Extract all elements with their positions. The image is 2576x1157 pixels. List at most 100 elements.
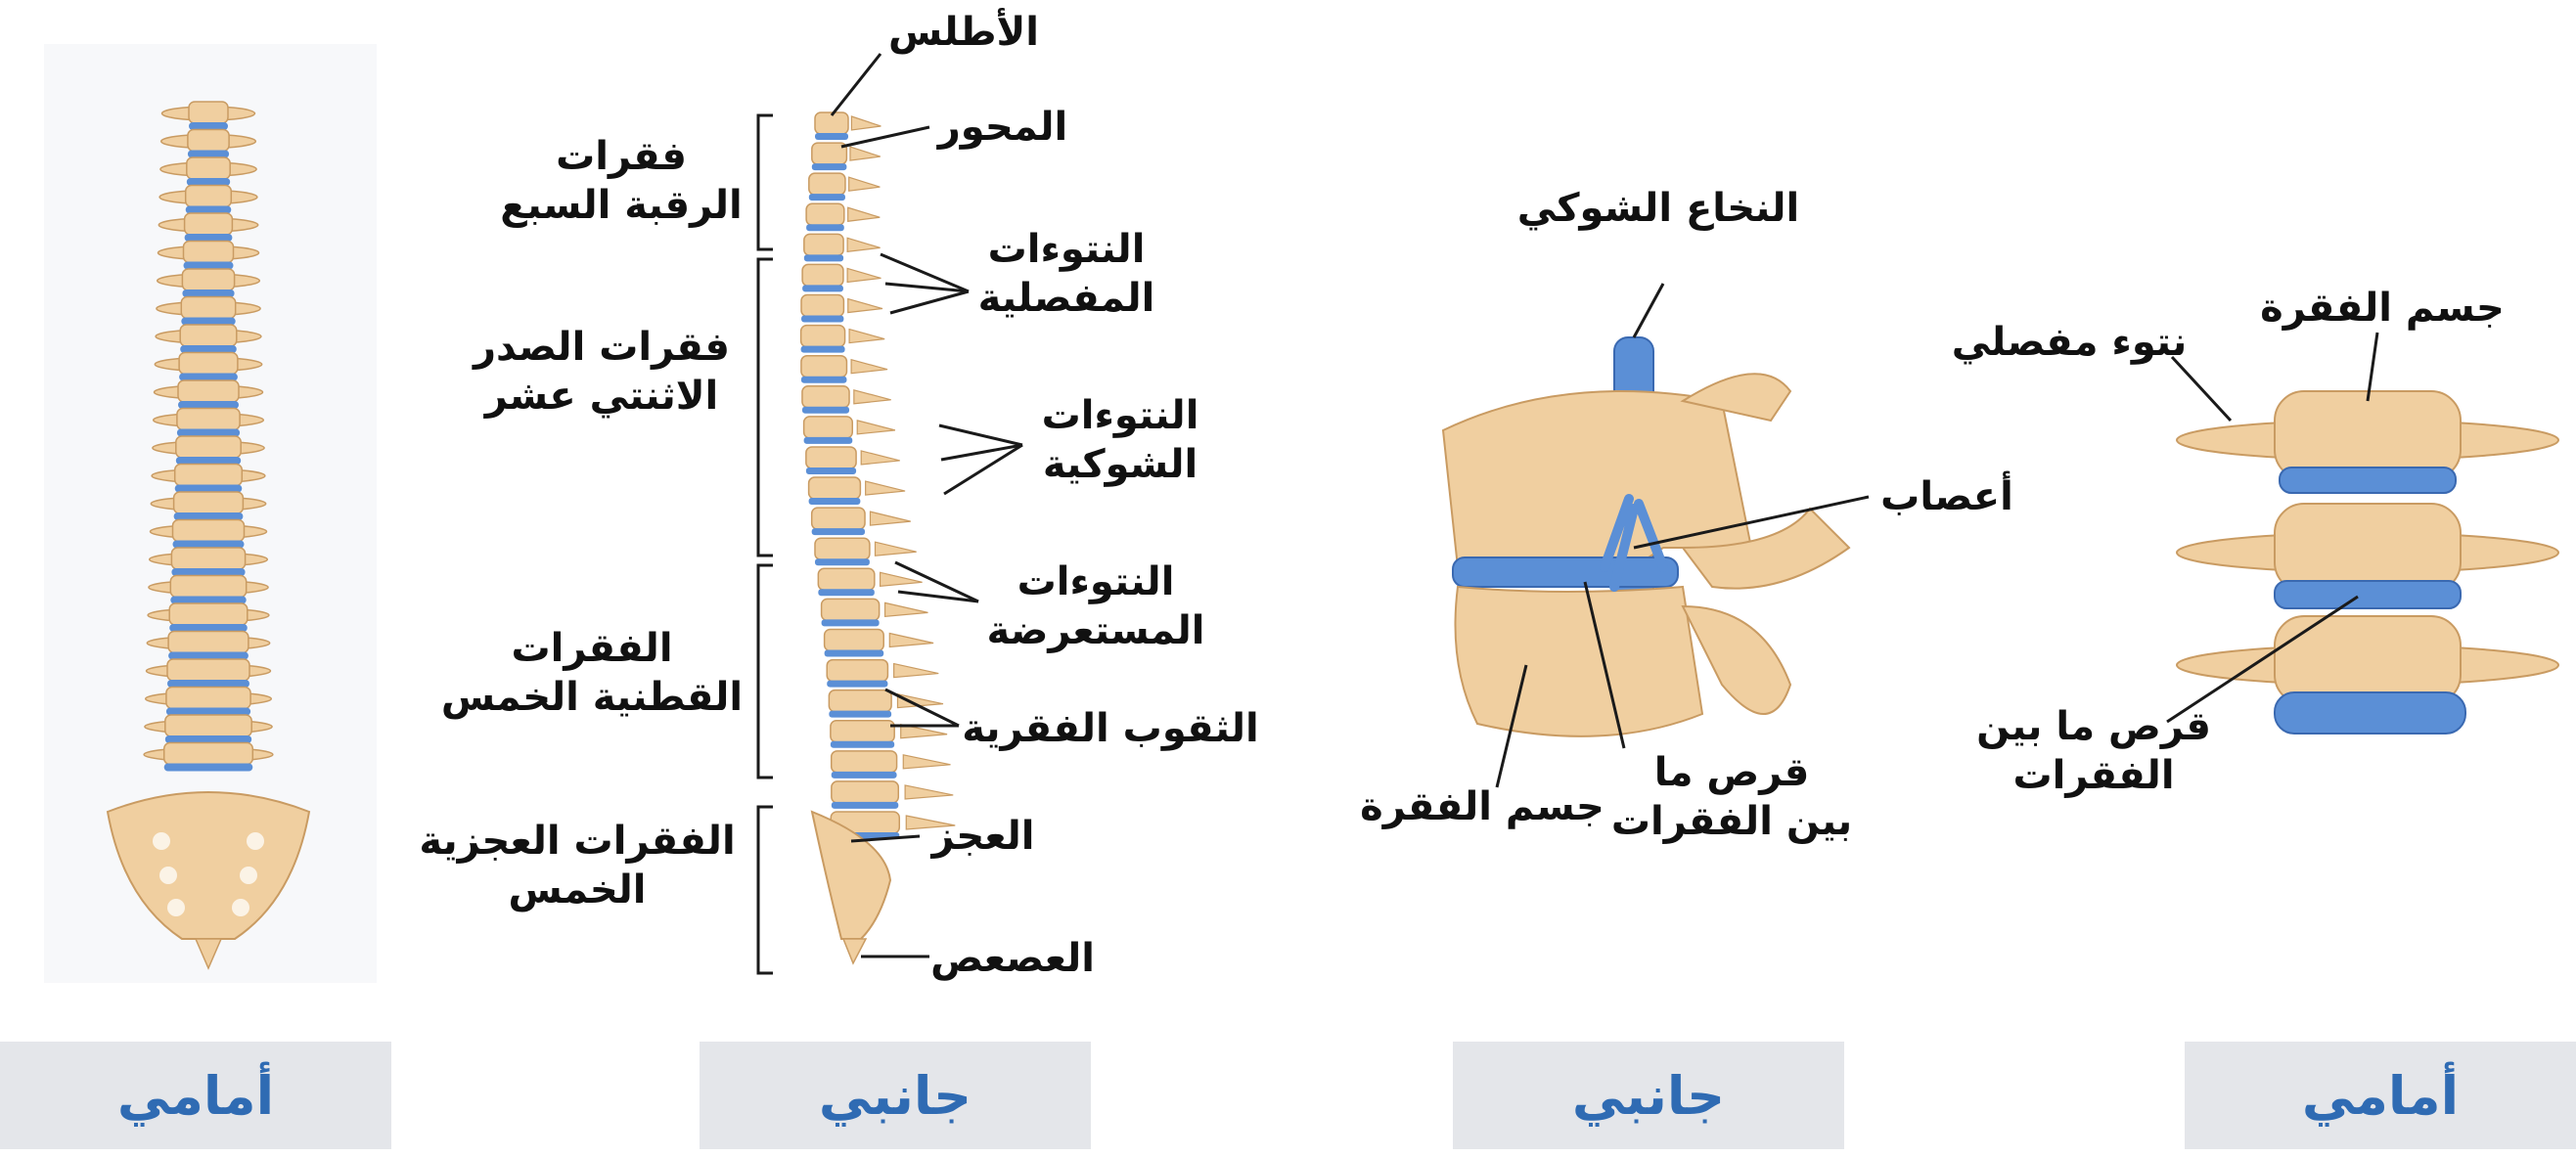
side-spine-vertebra bbox=[818, 568, 874, 590]
front-spine-vertebra bbox=[188, 130, 229, 152]
side-spine-vertebra bbox=[801, 326, 845, 347]
label-lumbar-group: الفقراتالقطنية الخمس bbox=[430, 624, 753, 722]
caption-front-spine: أمامي bbox=[117, 1065, 274, 1127]
front-sacrum-foramen bbox=[240, 867, 257, 884]
front-disc-1 bbox=[2280, 467, 2456, 493]
front-spine-vertebra bbox=[171, 548, 245, 569]
front-spine-vertebra bbox=[186, 186, 232, 207]
vertebra-top-body bbox=[2275, 391, 2461, 479]
label-spinous-processes: النتوءاتالشوكية bbox=[1022, 391, 1218, 489]
front-spine-vertebra bbox=[169, 603, 248, 625]
vertebrae-side-view bbox=[1443, 337, 1849, 736]
label-articular-process-front: نتوء مفصلي bbox=[1942, 318, 2196, 367]
label-coccyx: العصعص bbox=[925, 934, 1101, 983]
side-spine-vertebra bbox=[804, 234, 843, 255]
front-spine-vertebra bbox=[165, 715, 251, 736]
label-sacrum: العجز bbox=[915, 812, 1052, 861]
front-spine-vertebra bbox=[166, 688, 250, 709]
side-spine-spinous-process bbox=[894, 664, 939, 678]
side-spine-disc bbox=[801, 316, 843, 323]
label-nerves: أعصاب bbox=[1874, 472, 2020, 521]
front-spine-vertebra bbox=[178, 380, 239, 402]
front-sacrum-foramen bbox=[232, 899, 249, 916]
label-spinal-cord: النخاع الشوكي bbox=[1502, 184, 1815, 233]
side-spine-spinous-process bbox=[881, 572, 923, 586]
front-spine-vertebra bbox=[180, 325, 237, 346]
side-coccyx bbox=[843, 939, 866, 963]
side-spine-spinous-process bbox=[857, 421, 895, 434]
side-spine-vertebra bbox=[815, 112, 848, 134]
side-spine-vertebra bbox=[809, 173, 845, 195]
side-spine-spinous-process bbox=[905, 785, 953, 799]
side-spine-spinous-process bbox=[885, 602, 928, 616]
side-spine-disc bbox=[822, 619, 880, 626]
side-spine-spinous-process bbox=[903, 755, 950, 769]
side-spine-vertebra bbox=[829, 690, 891, 712]
side-spine-disc bbox=[831, 741, 894, 748]
side-spine-disc bbox=[825, 649, 884, 656]
side-spine-disc bbox=[809, 194, 845, 200]
side-spine-vertebra bbox=[822, 599, 880, 620]
side-spine-disc bbox=[801, 346, 845, 353]
front-spine-vertebra bbox=[182, 269, 234, 290]
side-spine-spinous-process bbox=[850, 147, 881, 160]
side-spine-disc bbox=[832, 772, 897, 779]
front-sacrum-foramen bbox=[159, 867, 177, 884]
bracket-thoracic bbox=[758, 259, 773, 556]
front-sacrum-foramen bbox=[167, 899, 185, 916]
side-spine-spinous-process bbox=[848, 207, 881, 221]
label-foramina: الثقوب الفقرية bbox=[954, 704, 1267, 753]
side-spine-vertebra bbox=[809, 477, 861, 499]
side-spine-vertebra bbox=[815, 538, 870, 559]
front-spine-vertebra bbox=[174, 492, 244, 513]
front-spine-vertebra bbox=[184, 242, 234, 263]
side-spine-vertebra bbox=[832, 751, 897, 773]
side-spine-disc bbox=[815, 133, 848, 140]
side-spine-spinous-process bbox=[847, 238, 880, 251]
caption-side-spine: جانبي bbox=[819, 1065, 972, 1127]
side-spine-spinous-process bbox=[849, 330, 884, 343]
caption-bar-3: جانبي bbox=[1453, 1042, 1844, 1149]
caption-bar-4: أمامي bbox=[2185, 1042, 2576, 1149]
side-spine-spinous-process bbox=[870, 512, 910, 525]
leader-foramina-1 bbox=[885, 690, 959, 726]
side-spine-spinous-process bbox=[875, 542, 916, 556]
side-spine-spinous-process bbox=[847, 268, 881, 282]
bracket-lumbar bbox=[758, 565, 773, 778]
front-spine-vertebra bbox=[175, 465, 243, 486]
side-spine-spinous-process bbox=[851, 116, 881, 130]
side-spine-disc bbox=[802, 407, 849, 414]
vertebra-bottom-body bbox=[2275, 616, 2461, 704]
front-spine-vertebra bbox=[170, 576, 246, 598]
side-spine-spinous-process bbox=[849, 177, 881, 191]
front-spine-vertebra bbox=[176, 436, 241, 458]
side-intervertebral-disc bbox=[1453, 557, 1678, 587]
front-sacrum-foramen bbox=[153, 832, 170, 850]
front-disc-3 bbox=[2275, 692, 2465, 734]
front-spine-vertebra bbox=[179, 353, 238, 375]
front-spine-vertebra bbox=[187, 157, 230, 179]
side-spine-vertebra bbox=[806, 203, 844, 225]
side-spine-vertebra bbox=[827, 660, 887, 682]
label-atlas: الأطلس bbox=[881, 8, 1047, 57]
side-spine-vertebra bbox=[802, 386, 849, 408]
vertebra-middle-body bbox=[2275, 504, 2461, 592]
front-sacrum-foramen bbox=[247, 832, 264, 850]
side-spine-vertebra bbox=[801, 295, 843, 317]
side-spine-spinous-process bbox=[866, 481, 905, 495]
side-spine-vertebra bbox=[806, 447, 856, 468]
front-disc-2 bbox=[2275, 581, 2461, 608]
side-spine-disc bbox=[812, 163, 847, 170]
front-spine-vertebra bbox=[167, 659, 249, 681]
leader-articular-3 bbox=[890, 291, 969, 313]
side-spine-disc bbox=[806, 224, 844, 231]
side-spine-vertebra bbox=[825, 629, 884, 650]
caption-bar-1: أمامي bbox=[0, 1042, 391, 1149]
